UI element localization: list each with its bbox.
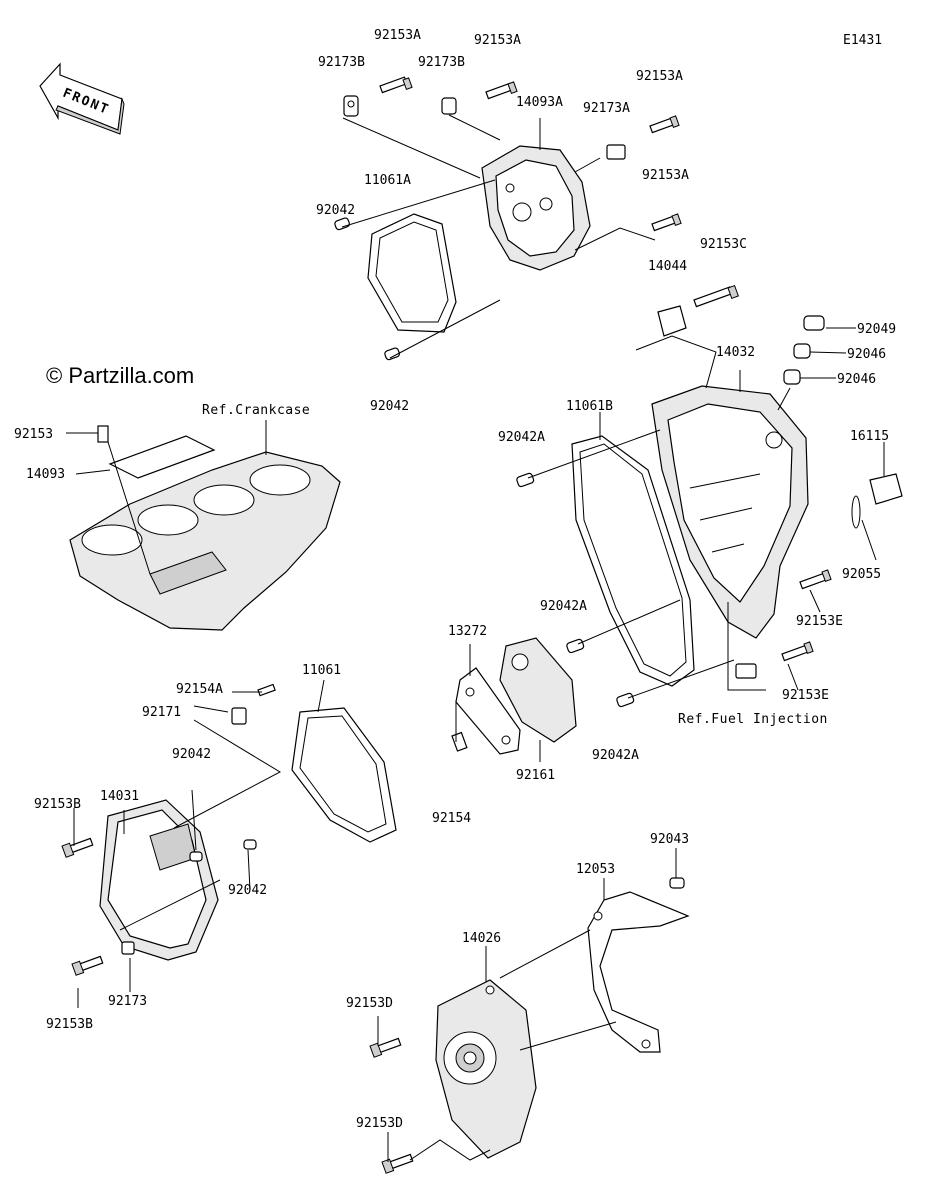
part-label-14093A: 14093A xyxy=(516,95,563,110)
part-label-92153A: 92153A xyxy=(374,28,421,43)
generator-cover-14031-drawing xyxy=(61,679,397,1008)
cover-14093a-drawing xyxy=(334,76,682,361)
part-label-92171: 92171 xyxy=(142,705,181,720)
part-label-92153D: 92153D xyxy=(346,996,393,1011)
part-label-92046: 92046 xyxy=(847,347,886,362)
plug-icon xyxy=(803,315,825,331)
oil-cap-icon xyxy=(869,473,903,505)
part-label-92042: 92042 xyxy=(228,883,267,898)
part-label-14026: 14026 xyxy=(462,931,501,946)
part-label-92153A: 92153A xyxy=(474,33,521,48)
clamp-icon xyxy=(231,707,247,725)
bolt-icon xyxy=(693,284,739,308)
part-label-92173B: 92173B xyxy=(418,55,465,70)
bolt-icon xyxy=(257,683,276,697)
clamp-icon xyxy=(121,941,135,955)
part-label-14093: 14093 xyxy=(26,467,65,482)
bolt-icon xyxy=(61,837,94,858)
dowel-pin-icon xyxy=(616,692,635,708)
part-label-14032: 14032 xyxy=(716,345,755,360)
part-label-92055: 92055 xyxy=(842,567,881,582)
part-label-92042A: 92042A xyxy=(592,748,639,763)
part-label-92153E: 92153E xyxy=(796,614,843,629)
pulser-cover-drawing xyxy=(451,637,577,762)
clamp-icon xyxy=(441,97,457,115)
sprocket-cover-14026-drawing xyxy=(369,848,690,1174)
part-label-92153A: 92153A xyxy=(636,69,683,84)
clamp-icon xyxy=(735,663,757,679)
bolt-icon xyxy=(649,115,680,134)
part-label-92161: 92161 xyxy=(516,768,555,783)
part-label-92153C: 92153C xyxy=(700,237,747,252)
o-ring-icon xyxy=(851,495,861,529)
part-label-13272: 13272 xyxy=(448,624,487,639)
dowel-pin-icon xyxy=(189,851,203,862)
part-label-92042: 92042 xyxy=(172,747,211,762)
bolt-icon xyxy=(799,569,832,590)
part-label-92153B: 92153B xyxy=(34,797,81,812)
dowel-pin-icon xyxy=(334,217,350,231)
part-label-12053: 12053 xyxy=(576,862,615,877)
part-label-92042: 92042 xyxy=(316,203,355,218)
part-label-92153E: 92153E xyxy=(782,688,829,703)
clutch-cover-14032-drawing xyxy=(516,284,903,708)
part-label-11061B: 11061B xyxy=(566,399,613,414)
part-label-92046: 92046 xyxy=(837,372,876,387)
clamp-icon xyxy=(343,95,359,117)
front-direction-arrow: FRONT xyxy=(39,62,125,135)
bolt-icon xyxy=(781,641,814,662)
part-label-14031: 14031 xyxy=(100,789,139,804)
bolt-icon xyxy=(379,76,413,94)
dowel-pin-icon xyxy=(243,839,257,850)
part-label-92153A: 92153A xyxy=(642,168,689,183)
part-label-14044: 14044 xyxy=(648,259,687,274)
diagram-code: E1431 xyxy=(843,33,882,48)
bracket-icon xyxy=(657,305,687,337)
bolt-icon xyxy=(485,81,518,100)
part-label-92043: 92043 xyxy=(650,832,689,847)
part-label-92154A: 92154A xyxy=(176,682,223,697)
part-label-11061: 11061 xyxy=(302,663,341,678)
part-label-92042A: 92042A xyxy=(498,430,545,445)
part-label-92153: 92153 xyxy=(14,427,53,442)
bolt-icon xyxy=(71,955,104,976)
part-label-92042: 92042 xyxy=(370,399,409,414)
ref-crankcase-label: Ref.Crankcase xyxy=(202,403,310,418)
part-label-92042A: 92042A xyxy=(540,599,587,614)
plug-icon xyxy=(783,369,801,385)
dowel-pin-icon xyxy=(669,877,685,889)
part-label-92173: 92173 xyxy=(108,994,147,1009)
bolt-icon xyxy=(651,213,682,232)
part-label-16115: 16115 xyxy=(850,429,889,444)
bolt-icon xyxy=(97,425,109,443)
part-label-92049: 92049 xyxy=(857,322,896,337)
part-label-92153D: 92153D xyxy=(356,1116,403,1131)
ref-fuel-injection-label: Ref.Fuel Injection xyxy=(678,712,828,727)
part-label-92173A: 92173A xyxy=(583,101,630,116)
clamp-icon xyxy=(606,144,626,160)
watermark: © Partzilla.com xyxy=(46,363,194,388)
part-label-11061A: 11061A xyxy=(364,173,411,188)
dowel-pin-icon xyxy=(384,347,400,361)
part-label-92153B: 92153B xyxy=(46,1017,93,1032)
plug-icon xyxy=(793,343,811,359)
dowel-pin-icon xyxy=(516,472,535,488)
crankcase-reference-drawing xyxy=(66,420,341,631)
part-label-92154: 92154 xyxy=(432,811,471,826)
bolt-icon xyxy=(369,1037,402,1058)
part-label-92173B: 92173B xyxy=(318,55,365,70)
bolt-icon xyxy=(451,731,468,752)
dowel-pin-icon xyxy=(566,638,585,654)
bolt-icon xyxy=(381,1153,414,1174)
